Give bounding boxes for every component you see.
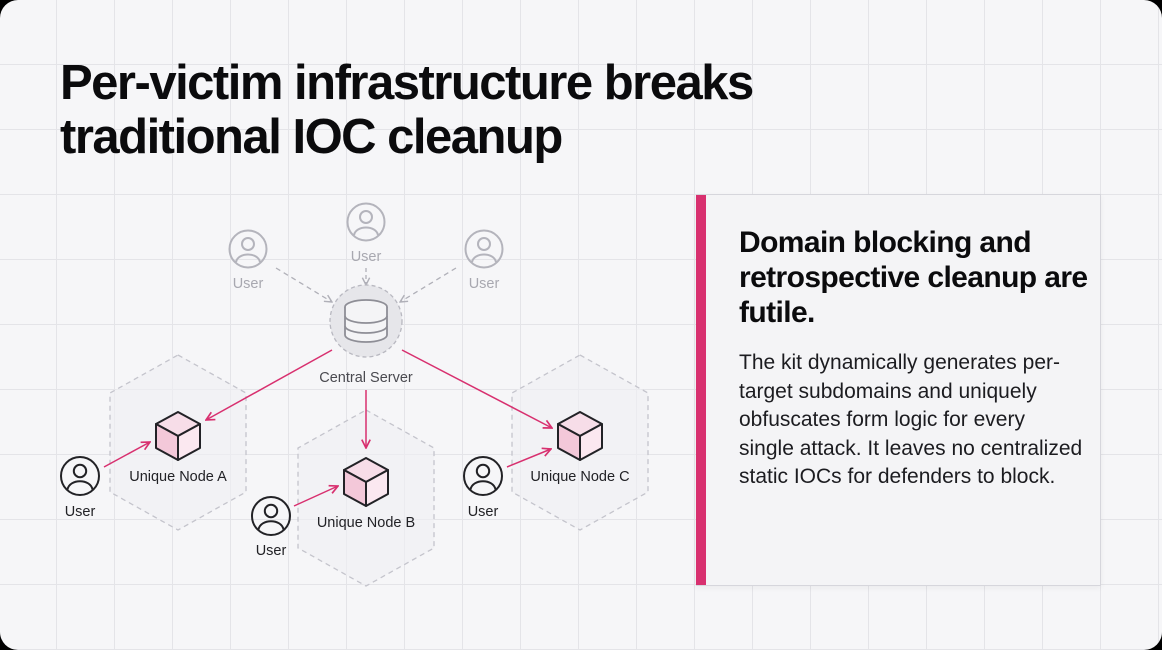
info-card: Domain blocking and retrospective cleanu… xyxy=(696,194,1101,586)
top-user-right-icon xyxy=(464,229,504,269)
user-to-server-connector xyxy=(400,267,457,302)
user-to-server-connector xyxy=(275,267,332,302)
top-user-middle-icon xyxy=(346,202,386,242)
top-user-left-label: User xyxy=(233,276,264,292)
central-server-label: Central Server xyxy=(319,370,413,386)
server-to-node-c-arrow xyxy=(401,349,552,428)
card-accent-bar xyxy=(696,195,706,585)
slide-title: Per-victim infrastructure breaks traditi… xyxy=(60,56,754,164)
user-to-node-a-arrow xyxy=(103,442,150,468)
user-to-node-b-arrow xyxy=(293,486,338,507)
card-body: The kit dynamically generates per-target… xyxy=(739,351,1083,488)
node-a-user-icon xyxy=(60,456,100,496)
node-c-user-label: User xyxy=(468,504,499,520)
card-heading: Domain blocking and retrospective cleanu… xyxy=(739,226,1088,329)
node-b-cube-icon xyxy=(343,457,389,507)
top-user-middle-label: User xyxy=(351,249,382,265)
central-server-icon xyxy=(329,284,403,358)
user-to-node-c-arrow xyxy=(506,449,551,468)
node-b-user-icon xyxy=(251,496,291,536)
node-b-user-label: User xyxy=(256,543,287,559)
node-c-user-icon xyxy=(463,456,503,496)
server-to-node-a-arrow xyxy=(206,349,333,420)
top-user-right-label: User xyxy=(469,276,500,292)
node-c-cube-icon xyxy=(557,411,603,461)
node-a-label: Unique Node A xyxy=(129,469,227,485)
node-c-label: Unique Node C xyxy=(530,469,629,485)
node-b-label: Unique Node B xyxy=(317,515,415,531)
top-user-left-icon xyxy=(228,229,268,269)
node-a-cube-icon xyxy=(155,411,201,461)
node-a-user-label: User xyxy=(65,504,96,520)
